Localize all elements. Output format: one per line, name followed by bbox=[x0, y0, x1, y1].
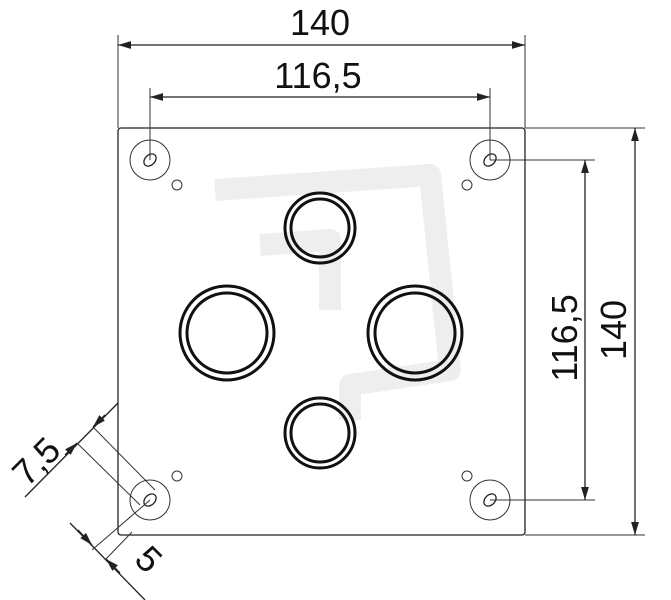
mounting-hole-top-left bbox=[129, 139, 183, 191]
svg-text:140: 140 bbox=[593, 300, 634, 360]
plate-outline bbox=[117, 127, 526, 536]
watermark-logo bbox=[214, 164, 461, 420]
dimension-height-hole-spacing: 116,5 bbox=[490, 159, 595, 501]
svg-text:116,5: 116,5 bbox=[544, 294, 585, 381]
svg-text:5: 5 bbox=[127, 538, 170, 581]
cable-entry-left bbox=[178, 284, 276, 382]
mounting-hole-bottom-left bbox=[129, 470, 183, 521]
dimension-hole-offset: 5 bbox=[69, 499, 170, 600]
svg-text:116,5: 116,5 bbox=[274, 55, 361, 96]
dimension-height-overall: 140 bbox=[525, 127, 645, 536]
mounting-hole-bottom-right bbox=[461, 470, 511, 521]
mounting-hole-top-right bbox=[461, 139, 511, 191]
svg-text:7,5: 7,5 bbox=[4, 429, 68, 493]
dimension-width-overall: 140 bbox=[117, 2, 526, 128]
dimension-width-hole-spacing: 116,5 bbox=[149, 55, 491, 160]
cable-entry-top bbox=[283, 191, 357, 265]
cable-entry-right bbox=[366, 284, 464, 382]
svg-text:140: 140 bbox=[290, 2, 350, 43]
cable-entry-bottom bbox=[283, 396, 357, 470]
